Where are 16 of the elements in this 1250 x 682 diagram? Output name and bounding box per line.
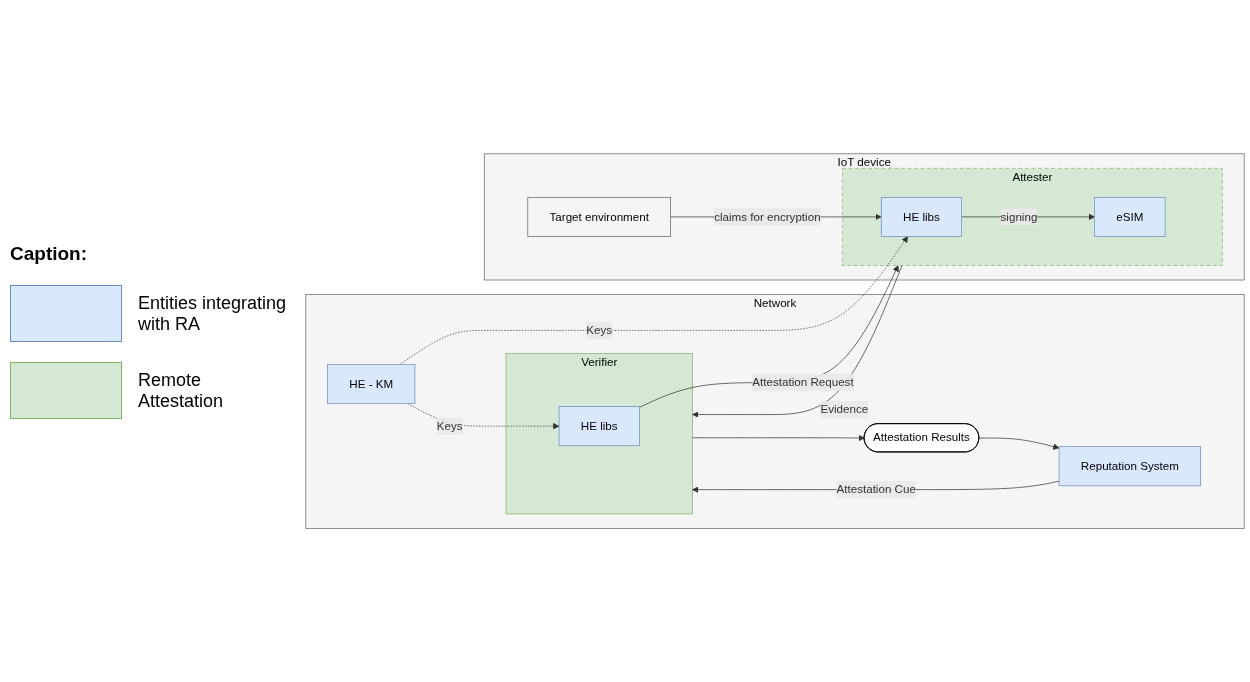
edge-label: Keys (436, 419, 463, 432)
edge-label: Attestation Cue (836, 482, 916, 496)
legend-text: Entities integrating with RA (138, 292, 288, 335)
node-box: Reputation System (1058, 446, 1202, 487)
node-box: HE libs (558, 406, 640, 446)
node-box: eSIM (1094, 196, 1166, 237)
node-box: HE - KM (327, 364, 416, 404)
node-box: HE libs (880, 196, 962, 237)
edge-label: Evidence (820, 402, 869, 416)
edge-label: Attestation Request (752, 375, 854, 389)
edge-label: Keys (586, 323, 613, 337)
legend-heading: Caption: (10, 243, 89, 265)
edge-label: claims for encryption (714, 210, 821, 223)
legend-text: Remote Attestation (138, 369, 225, 412)
edge-label: signing (1000, 210, 1038, 223)
node-box: Target environment (527, 196, 671, 237)
